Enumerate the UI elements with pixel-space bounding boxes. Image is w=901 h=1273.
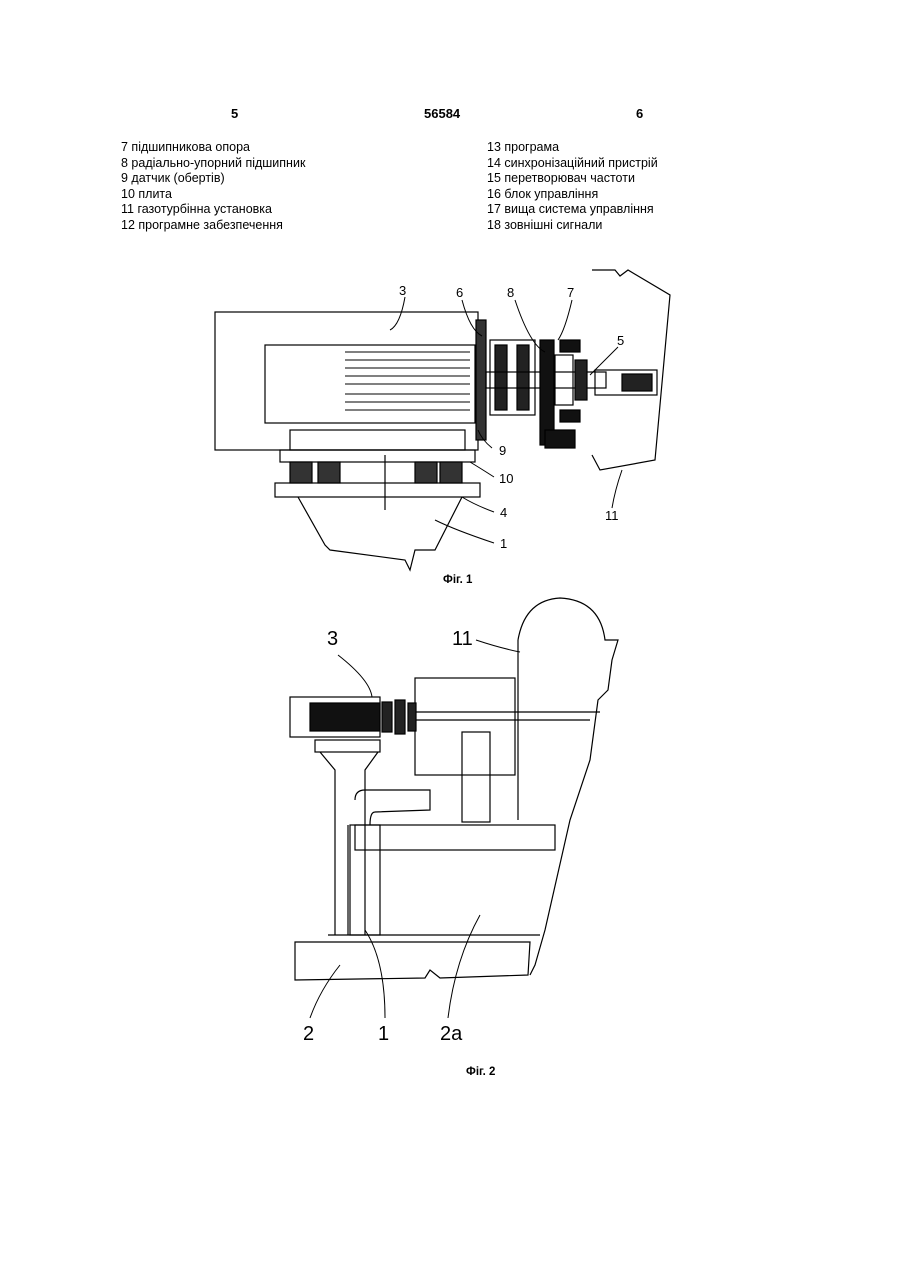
legend-left: 7 підшипникова опора 8 радіально-упорний…: [121, 140, 305, 234]
support-block: [290, 430, 465, 450]
turbine-coupling: [622, 374, 652, 391]
patent-number: 56584: [424, 106, 460, 121]
pipe-bend: [355, 790, 430, 825]
fig1-label-9: 9: [499, 443, 506, 458]
legend-item: 9 датчик (обертів): [121, 171, 305, 187]
fig1-label-4: 4: [500, 505, 507, 520]
fig1-label-5: 5: [617, 333, 624, 348]
fig2-label-3: 3: [327, 628, 338, 650]
turbine-casing: [518, 598, 618, 975]
legend-item: 10 плита: [121, 187, 305, 203]
fig1-label-3: 3: [399, 283, 406, 298]
flange-plate: [476, 320, 486, 440]
horizontal-duct: [355, 825, 555, 850]
figure-1-caption: Фіг. 1: [443, 574, 472, 586]
figure-2-caption: Фіг. 2: [466, 1066, 495, 1078]
legend-item: 18 зовнішні сигнали: [487, 218, 658, 234]
motor-body: [310, 703, 380, 731]
legend-item: 15 перетворювач частоти: [487, 171, 658, 187]
plate: [315, 740, 380, 752]
legend-item: 13 програма: [487, 140, 658, 156]
turbine-support: [462, 732, 490, 822]
bolt-blocks: [290, 462, 462, 483]
foundation-2: [295, 942, 530, 980]
coupling-assembly: [486, 340, 606, 448]
fig1-label-6: 6: [456, 285, 463, 300]
page-number-left: 5: [231, 106, 238, 121]
legend-item: 8 радіально-упорний підшипник: [121, 156, 305, 172]
legend-item: 16 блок управління: [487, 187, 658, 203]
drive-shaft: [410, 712, 600, 720]
figure-1-drawing: 3 6 8 7 5 9 10 4 1 11: [0, 260, 901, 600]
legend-item: 14 синхронізаційний пристрій: [487, 156, 658, 172]
fig1-label-1: 1: [500, 536, 507, 551]
legend-item: 17 вища система управління: [487, 202, 658, 218]
legend-item: 7 підшипникова опора: [121, 140, 305, 156]
fig2-label-1: 1: [378, 1023, 389, 1045]
figure-2-drawing: 3 11 2 1 2a: [0, 595, 901, 1065]
turbine-housing: [415, 678, 515, 775]
fig1-label-7: 7: [567, 285, 574, 300]
pedestal-1: [298, 497, 462, 570]
motor-housing: [215, 312, 478, 450]
base-frame-4: [275, 483, 480, 497]
motor-cooling-fins: [345, 352, 470, 410]
pedestal-1: [320, 752, 378, 935]
page-number-right: 6: [636, 106, 643, 121]
fig1-label-8: 8: [507, 285, 514, 300]
legend-item: 12 програмне забезпечення: [121, 218, 305, 234]
fig1-label-10: 10: [499, 471, 513, 486]
coupling-assembly: [382, 700, 416, 734]
legend-right: 13 програма 14 синхронізаційний пристрій…: [487, 140, 658, 234]
fig2-label-2: 2: [303, 1023, 314, 1045]
fig2-label-11: 11: [452, 628, 473, 650]
fig1-label-11: 11: [605, 508, 619, 523]
fig2-label-2a: 2a: [440, 1023, 463, 1045]
legend-item: 11 газотурбінна установка: [121, 202, 305, 218]
plate-10: [280, 450, 475, 462]
